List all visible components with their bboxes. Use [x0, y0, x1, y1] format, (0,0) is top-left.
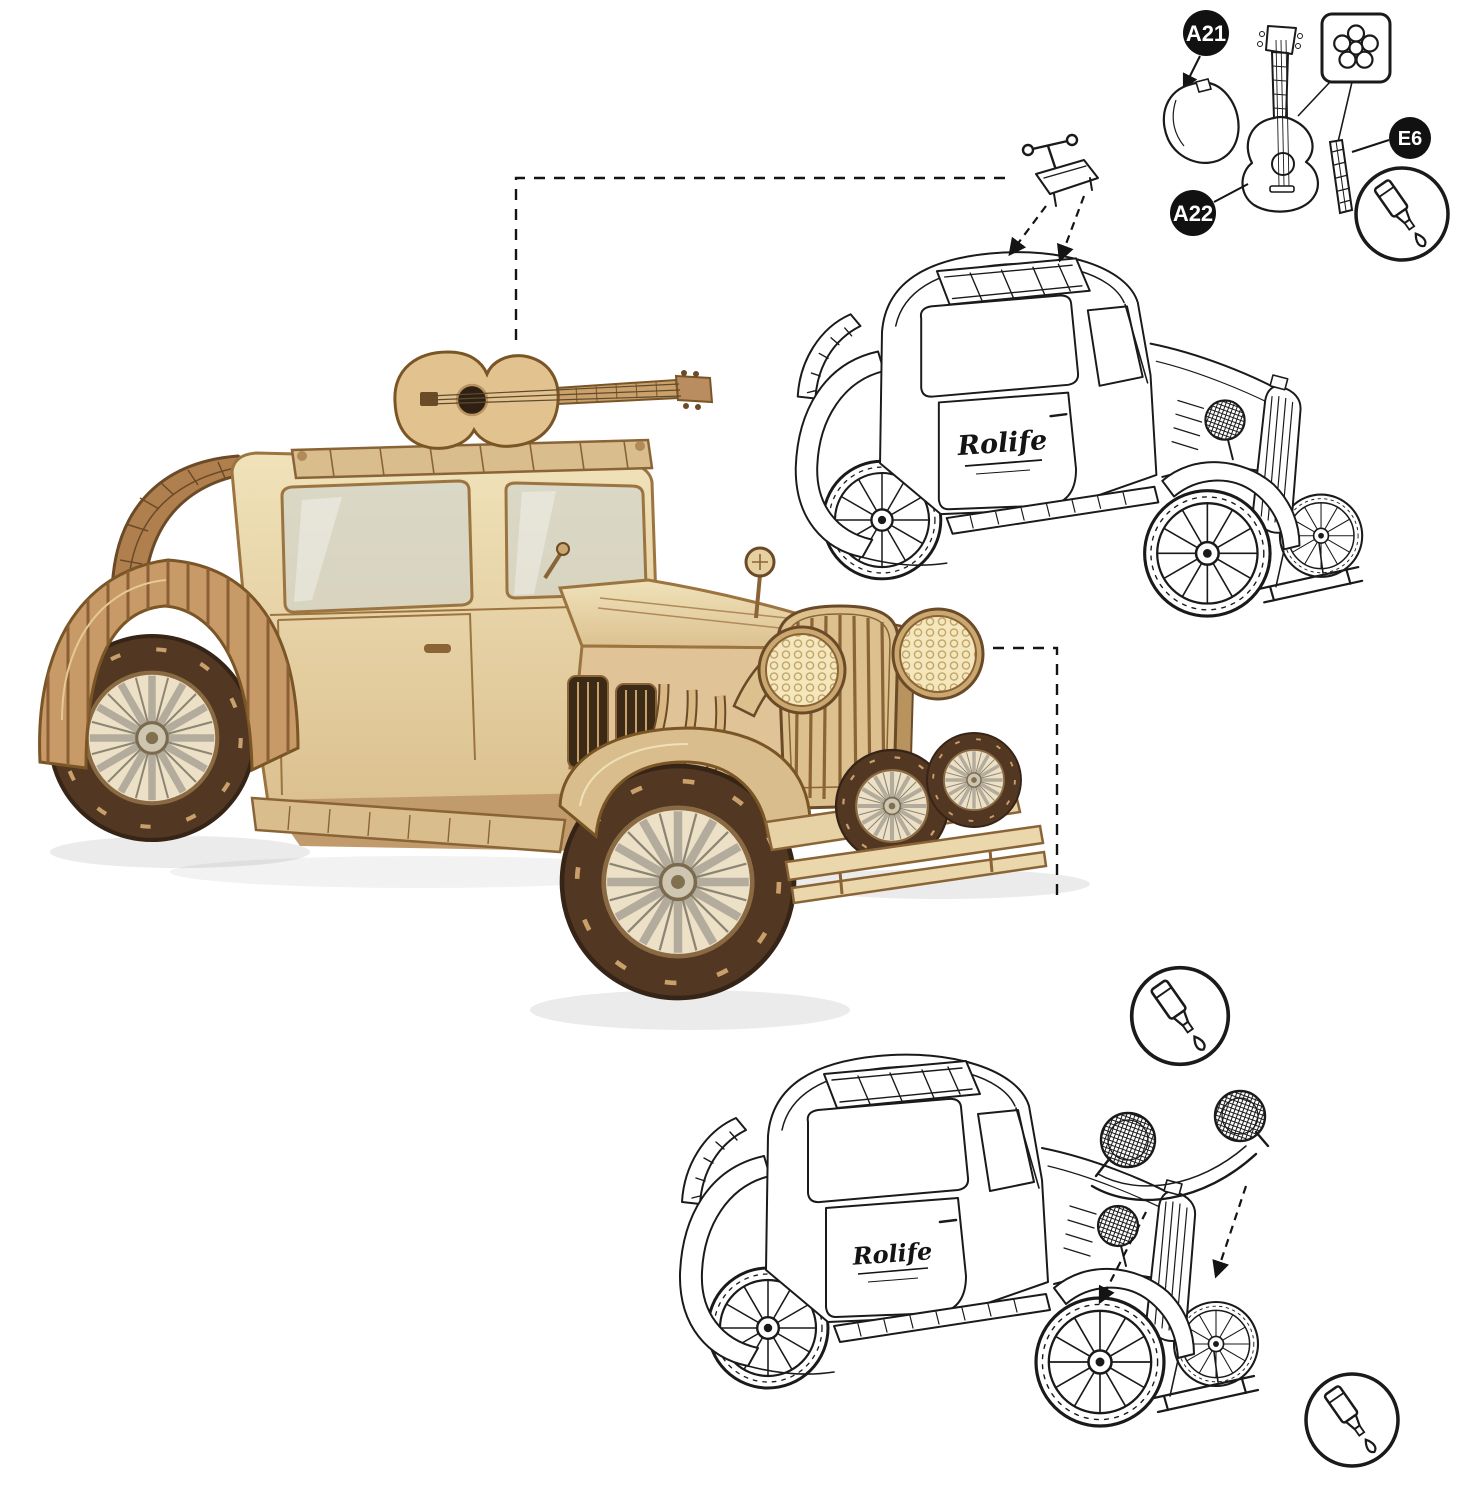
- flower-icon: [1333, 24, 1379, 69]
- side-window: [280, 479, 474, 614]
- assembly-step-top: Rolife: [796, 133, 1362, 616]
- roof-crank-part: [1021, 133, 1099, 207]
- pick-part: [1162, 78, 1240, 164]
- guitar-soundhole: [455, 383, 489, 417]
- part-badge-a22: A22: [1170, 183, 1249, 236]
- glue-tube-icon-top: [1354, 166, 1450, 262]
- headlight-left: [757, 625, 847, 715]
- front-bumper: [784, 824, 1048, 905]
- part-label-e6: E6: [1398, 128, 1422, 150]
- assembled-model-photo: [38, 350, 1090, 1030]
- guitar-part: [1241, 25, 1319, 213]
- insert-arrow-roof-2: [1057, 195, 1086, 263]
- glue-tube-icon-middle: [1129, 965, 1231, 1067]
- part-label-a21: A21: [1186, 21, 1226, 46]
- part-badge-a21: A21: [1182, 10, 1229, 91]
- glue-tube-icon-bottom: [1304, 1372, 1400, 1468]
- headlight-assembly-part: [1090, 1089, 1270, 1202]
- part-label-a22: A22: [1173, 201, 1213, 226]
- line-art-car-bottom: [680, 1055, 1258, 1426]
- callout-connector-top: [514, 176, 1006, 340]
- door-logo-bottom: Rolife: [851, 1236, 934, 1271]
- line-art-car-top: [796, 252, 1362, 616]
- guitar-strings: [429, 383, 682, 405]
- guitar-headstock: [674, 374, 714, 404]
- insert-arrow-roof-1: [1008, 205, 1047, 257]
- stick-part: [1328, 138, 1354, 215]
- underbody: [250, 792, 640, 854]
- insert-arrow-headlight-1: [1098, 1211, 1147, 1305]
- door-logo-top: Rolife: [956, 425, 1049, 462]
- door-handle: [424, 644, 451, 653]
- cabin: [230, 451, 658, 804]
- door-logo-bottom-group: Rolife: [851, 1236, 934, 1283]
- assembly-step-bottom: Rolife: [680, 965, 1400, 1468]
- front-small-wheel-2: [927, 733, 1021, 827]
- part-badge-e6: E6: [1351, 117, 1431, 159]
- cowl-crank: [556, 542, 570, 556]
- parts-callout-cluster: A21: [1162, 10, 1450, 262]
- insert-arrow-headlight-2: [1212, 1185, 1248, 1279]
- headlight-right: [891, 607, 985, 701]
- roof-guitar: [393, 350, 714, 450]
- door-logo-top-group: Rolife: [956, 425, 1049, 475]
- flower-callout-box: [1297, 12, 1392, 143]
- callout-connector-bottom: [993, 646, 1059, 903]
